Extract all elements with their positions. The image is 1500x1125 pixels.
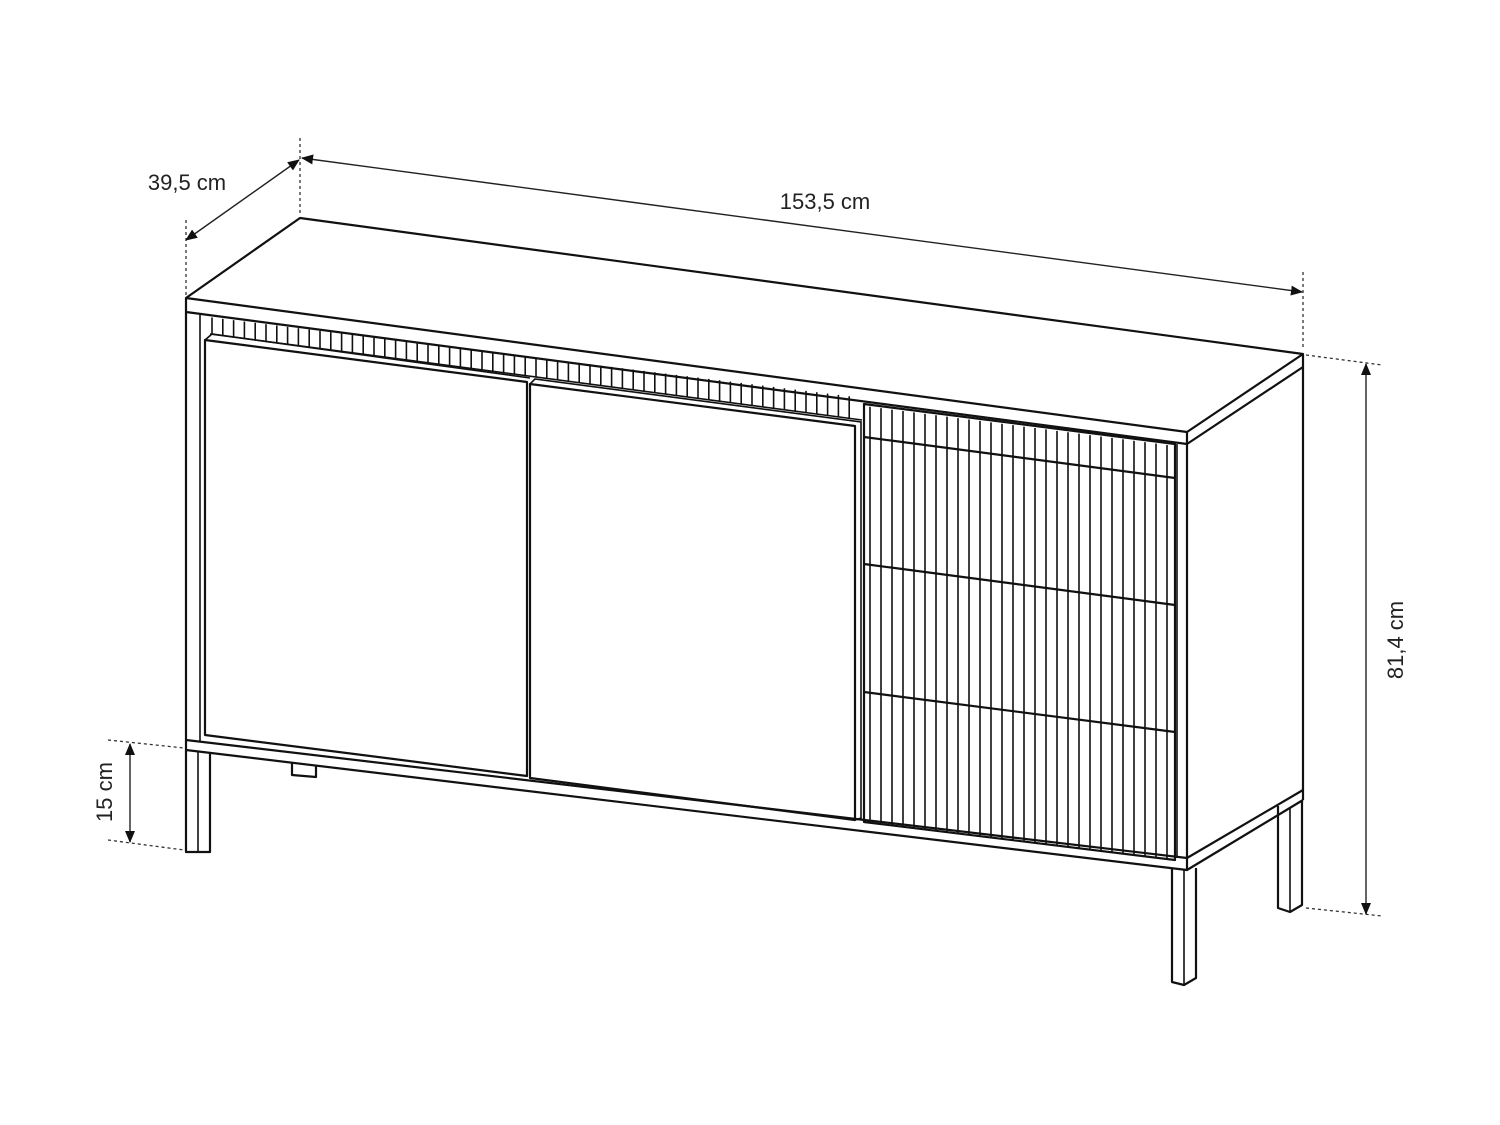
top-front-edge [184,298,1189,446]
drawer-slats [869,406,1168,860]
width-label: 153,5 cm [780,189,871,214]
drawer-panel [862,402,1177,862]
depth-dimension [185,159,300,241]
ext-line [1305,354,1383,366]
depth-label: 39,5 cm [148,170,226,195]
leg-back-left [290,762,318,779]
bottom-rail-bottom [185,748,1304,872]
right-door[interactable] [528,382,857,822]
drawer-2-top[interactable] [863,562,1176,607]
leg-height-label: 15 cm [92,762,117,822]
ext-line [107,739,185,749]
ext-line [1305,907,1383,917]
width-dimension [301,154,1303,296]
drawers [862,402,1177,862]
drawer-3-top[interactable] [863,690,1176,734]
left-door[interactable] [203,338,529,778]
right-door-edge [529,378,862,821]
fluted-strip [211,317,851,419]
legs [184,750,1304,987]
ext-line [107,839,185,851]
height-label: 81,4 cm [1383,601,1408,679]
drawer-1-top[interactable] [863,435,1176,480]
dimension-lines [107,138,1383,917]
top-surface [184,216,1305,434]
bottom-rail-top [185,738,1304,860]
top-side-edge [1186,354,1305,445]
cabinet-body [184,216,1305,872]
